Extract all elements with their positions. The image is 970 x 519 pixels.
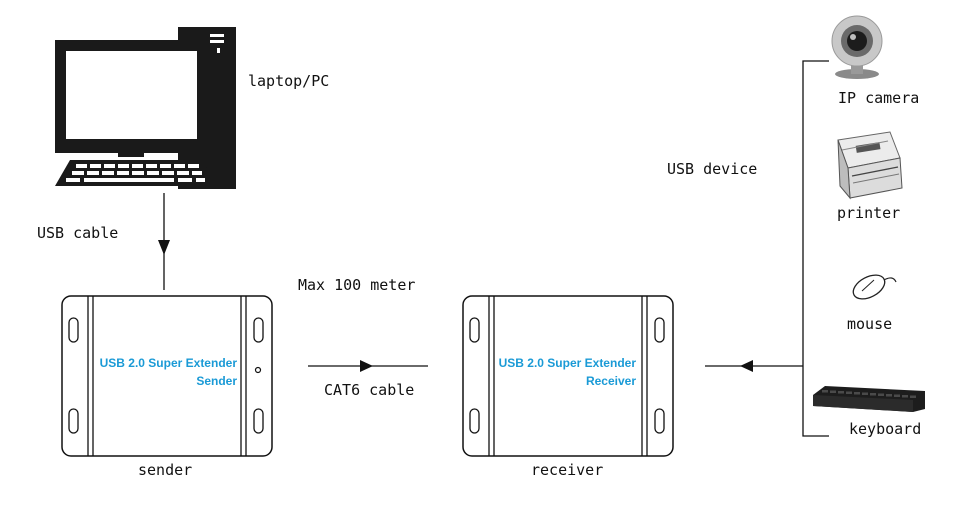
keyboard-icon bbox=[813, 386, 925, 412]
printer-icon bbox=[837, 131, 903, 200]
receiver-role-text: Receiver bbox=[585, 374, 636, 388]
max-distance-label: Max 100 meter bbox=[298, 276, 416, 294]
pc-icon bbox=[55, 27, 236, 189]
cat6-cable-arrow bbox=[360, 360, 373, 372]
receiver-device-text: USB 2.0 Super Extender Receiver bbox=[499, 356, 636, 388]
usb-cable-connector bbox=[158, 193, 170, 290]
sender-role-text: Sender bbox=[196, 374, 237, 388]
usb-device-connector bbox=[705, 60, 829, 437]
sender-device-text: USB 2.0 Super Extender Sender bbox=[100, 356, 237, 388]
mouse-icon bbox=[852, 274, 897, 300]
receiver-model-text: USB 2.0 Super Extender bbox=[498, 356, 636, 370]
laptop-pc-label: laptop/PC bbox=[248, 72, 330, 90]
mouse-label: mouse bbox=[847, 315, 893, 333]
keyboard-label: keyboard bbox=[849, 420, 922, 438]
cat6-cable-label: CAT6 cable bbox=[324, 381, 415, 399]
usb-device-bracket bbox=[802, 60, 829, 437]
cat6-cable-connector bbox=[308, 360, 428, 372]
printer-label: printer bbox=[837, 204, 901, 222]
receiver-label: receiver bbox=[531, 461, 604, 479]
sender-label: sender bbox=[138, 461, 193, 479]
usb-device-arrow bbox=[740, 360, 753, 372]
receiver-box bbox=[462, 295, 674, 457]
ip-camera-label: IP camera bbox=[838, 89, 920, 107]
ip-camera-icon bbox=[831, 15, 883, 79]
usb-cable-arrow bbox=[158, 240, 170, 255]
usb-device-label: USB device bbox=[667, 160, 758, 178]
sender-box bbox=[61, 295, 273, 457]
usb-cable-label: USB cable bbox=[37, 224, 119, 242]
sender-model-text: USB 2.0 Super Extender bbox=[99, 356, 237, 370]
